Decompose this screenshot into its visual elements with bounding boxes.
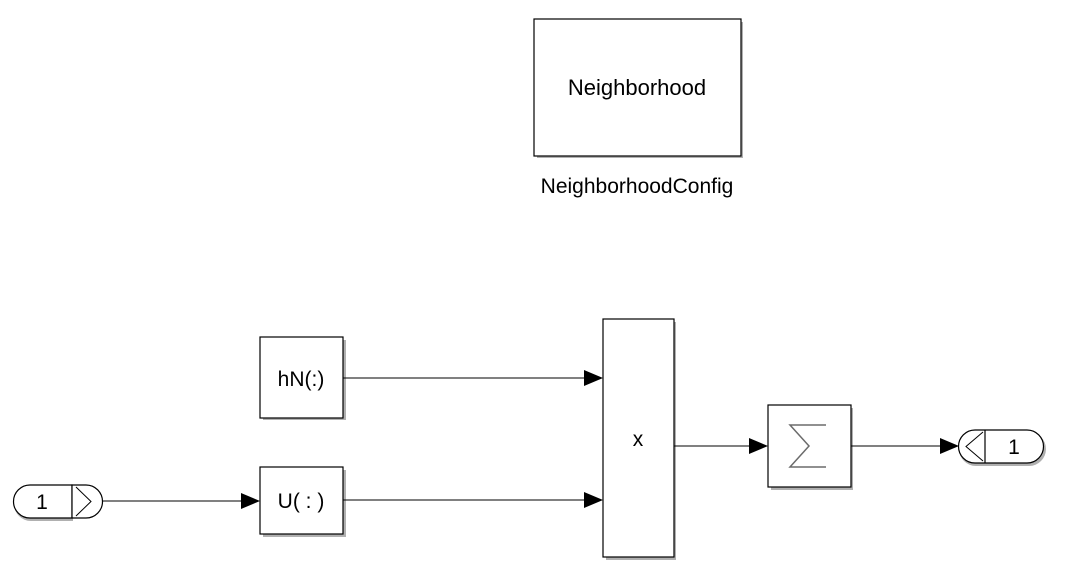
arrow-head-icon xyxy=(940,438,959,454)
arrow-head-icon xyxy=(584,370,603,386)
arrow-head-icon xyxy=(241,493,260,509)
hn-label: hN(:) xyxy=(278,368,325,391)
inport-1-label: 1 xyxy=(36,491,48,514)
neighborhood-config-block[interactable]: Neighborhood xyxy=(533,18,743,158)
outport-1-label: 1 xyxy=(1008,436,1020,459)
arrow-head-icon xyxy=(584,492,603,508)
signal-product-to-sum[interactable] xyxy=(674,438,768,454)
outport-1[interactable]: 1 xyxy=(957,429,1046,466)
product-block[interactable]: x xyxy=(602,318,676,560)
signal-inport-to-reshape[interactable] xyxy=(102,493,260,509)
neighborhood-label: Neighborhood xyxy=(568,75,706,100)
signal-hn-to-product[interactable] xyxy=(343,370,603,386)
inport-1[interactable]: 1 xyxy=(12,484,104,521)
signal-sum-to-outport[interactable] xyxy=(851,438,959,454)
arrow-head-icon xyxy=(749,438,768,454)
signal-reshape-to-product[interactable] xyxy=(343,492,603,508)
hn-constant-block[interactable]: hN(:) xyxy=(259,336,346,420)
product-label: x xyxy=(633,428,644,451)
neighborhood-config-name: NeighborhoodConfig xyxy=(541,175,734,198)
sum-block[interactable] xyxy=(767,404,853,490)
sigma-icon xyxy=(788,424,826,468)
reshape-block[interactable]: U( : ) xyxy=(259,466,346,537)
reshape-label: U( : ) xyxy=(278,490,325,513)
